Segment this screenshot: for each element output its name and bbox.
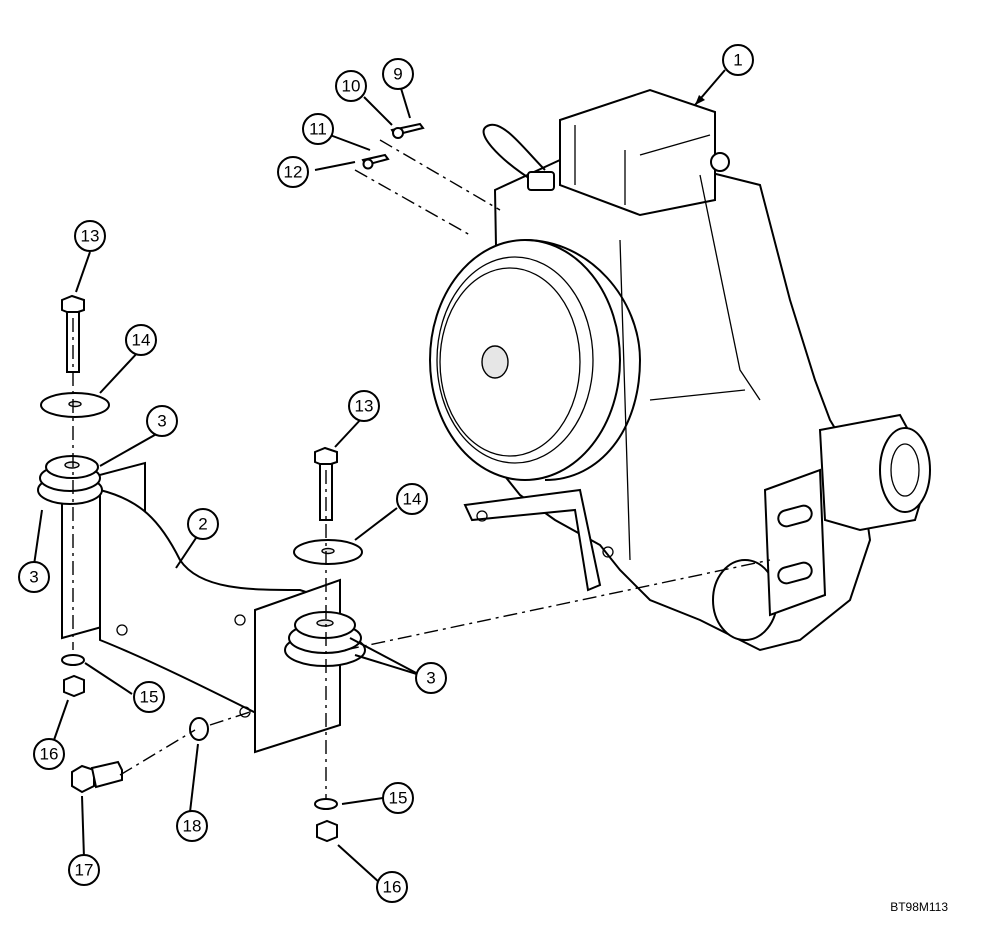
transmission-housing [429,88,932,652]
svg-text:12: 12 [284,163,303,182]
svg-text:14: 14 [132,331,151,350]
svg-text:14: 14 [403,490,422,509]
svg-text:18: 18 [183,817,202,836]
svg-text:9: 9 [393,65,402,84]
hardware [40,122,425,843]
svg-text:11: 11 [309,120,327,139]
svg-text:16: 16 [383,878,402,897]
svg-text:13: 13 [81,227,100,246]
callout-14: 14 [396,483,428,515]
callout-9: 9 [382,58,414,90]
callout-3: 3 [18,561,50,593]
isolator-mounts [37,455,366,667]
svg-text:16: 16 [40,745,59,764]
callout-18: 18 [176,810,208,842]
callout-15: 15 [382,782,414,814]
callouts: 1 9 10 11 12 13 14 3 3 2 13 14 3 15 16 1… [18,44,754,903]
svg-text:1: 1 [733,51,742,70]
svg-text:13: 13 [355,397,374,416]
svg-text:3: 3 [29,568,38,587]
svg-text:3: 3 [157,412,166,431]
callout-2: 2 [187,508,219,540]
callout-3: 3 [146,405,178,437]
callout-13: 13 [74,220,106,252]
leader-lines [33,69,726,884]
callout-3: 3 [415,662,447,694]
assembly-center-lines [72,139,771,800]
callout-16: 16 [376,871,408,903]
callout-10: 10 [335,70,367,102]
callout-14: 14 [125,324,157,356]
callout-16: 16 [33,738,65,770]
callout-15: 15 [133,681,165,713]
callout-1: 1 [722,44,754,76]
figure-code-label: BT98M113 [890,900,948,914]
svg-text:10: 10 [342,77,361,96]
mount-bracket [61,461,341,754]
callout-17: 17 [68,854,100,886]
svg-text:3: 3 [426,669,435,688]
callout-13: 13 [348,390,380,422]
svg-text:15: 15 [389,789,408,808]
svg-text:17: 17 [75,861,94,880]
callout-12: 12 [277,156,309,188]
svg-text:2: 2 [198,515,207,534]
svg-text:15: 15 [140,688,159,707]
callout-11: 11 [302,113,334,145]
